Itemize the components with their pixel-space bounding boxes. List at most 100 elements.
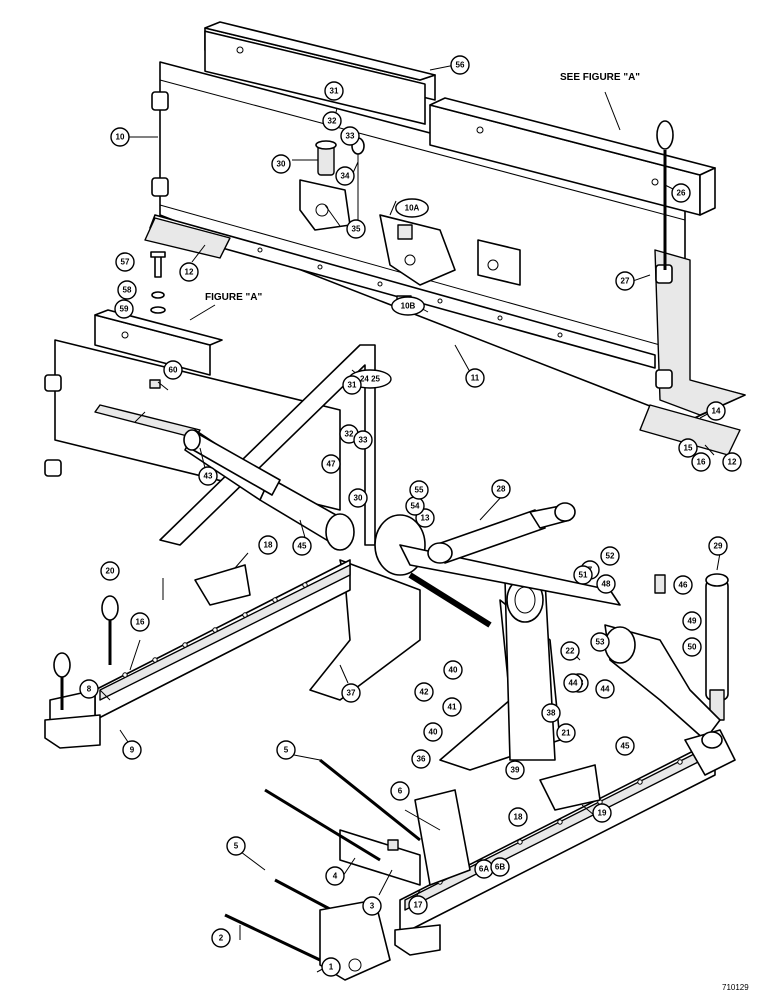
callout-44: 44 (563, 673, 583, 693)
callout-33: 33 (340, 126, 360, 146)
hydraulic-cylinder-28 (427, 502, 576, 564)
svg-text:56: 56 (456, 61, 465, 70)
callout-10a: 10A (395, 198, 429, 218)
svg-text:46: 46 (679, 581, 688, 590)
svg-text:10: 10 (116, 133, 125, 142)
callout-41: 41 (442, 697, 462, 717)
callout-26: 26 (671, 183, 691, 203)
svg-text:14: 14 (712, 407, 721, 416)
svg-text:30: 30 (354, 494, 363, 503)
svg-text:48: 48 (602, 580, 611, 589)
callout-2: 2 (211, 928, 231, 948)
callout-50: 50 (682, 637, 702, 657)
callout-27: 27 (615, 271, 635, 291)
callout-15: 15 (678, 438, 698, 458)
callout-1: 1 (321, 957, 341, 977)
svg-text:32: 32 (328, 117, 337, 126)
svg-text:47: 47 (327, 460, 336, 469)
svg-text:52: 52 (606, 552, 615, 561)
callout-19: 19 (592, 803, 612, 823)
callout-29: 29 (708, 536, 728, 556)
svg-text:6A: 6A (479, 865, 489, 874)
callout-18: 18 (508, 807, 528, 827)
callout-48: 48 (596, 574, 616, 594)
svg-text:58: 58 (123, 286, 132, 295)
svg-text:45: 45 (621, 742, 630, 751)
callout-60: 60 (163, 360, 183, 380)
svg-text:8: 8 (87, 685, 92, 694)
figure-a-blade (44, 309, 341, 511)
callout-21: 21 (556, 723, 576, 743)
callout-3: 3 (362, 896, 382, 916)
callout-16: 16 (130, 612, 150, 632)
svg-text:31: 31 (330, 87, 339, 96)
text-annotations: SEE FIGURE "A" FIGURE "A" 710129 (189, 72, 749, 992)
see-figure-a-label: SEE FIGURE "A" (560, 72, 640, 83)
svg-text:6B: 6B (495, 863, 505, 872)
svg-text:13: 13 (421, 514, 430, 523)
callout-51: 51 (573, 565, 593, 585)
center-pivot-bracket (299, 137, 521, 309)
callout-9: 9 (122, 740, 142, 760)
svg-text:20: 20 (106, 567, 115, 576)
callout-58: 58 (117, 280, 137, 300)
svg-text:4: 4 (333, 872, 338, 881)
callout-22: 22 (560, 641, 580, 661)
callout-14: 14 (706, 401, 726, 421)
svg-text:43: 43 (204, 472, 213, 481)
callout-4: 4 (325, 866, 345, 886)
callout-34: 34 (335, 166, 355, 186)
callout-10b: 10B (391, 296, 425, 316)
callout-47: 47 (321, 454, 341, 474)
pivot-bracket-52 (604, 574, 721, 741)
svg-text:10B: 10B (401, 302, 416, 311)
drawing-number: 710129 (722, 983, 749, 992)
callout-39: 39 (505, 760, 525, 780)
callout-55: 55 (409, 480, 429, 500)
callout-16: 16 (691, 452, 711, 472)
svg-text:28: 28 (497, 485, 506, 494)
hydraulic-cylinder-42 (183, 429, 281, 496)
callout-6: 6 (390, 781, 410, 801)
callout-45: 45 (615, 736, 635, 756)
callout-49: 49 (682, 611, 702, 631)
svg-text:2: 2 (219, 934, 224, 943)
callout-12: 12 (722, 452, 742, 472)
callout-37: 37 (341, 683, 361, 703)
svg-text:1: 1 (329, 963, 334, 972)
svg-text:29: 29 (714, 542, 723, 551)
callout-57: 57 (115, 252, 135, 272)
callout-33: 33 (353, 430, 373, 450)
svg-text:18: 18 (514, 813, 523, 822)
blade-assembly (144, 61, 746, 456)
svg-text:40: 40 (449, 666, 458, 675)
svg-text:40: 40 (429, 728, 438, 737)
callout-59: 59 (114, 299, 134, 319)
svg-text:55: 55 (415, 486, 424, 495)
callout-17: 17 (408, 895, 428, 915)
lift-rod (656, 120, 674, 270)
callout-18: 18 (258, 535, 278, 555)
svg-text:10A: 10A (405, 204, 420, 213)
svg-text:42: 42 (420, 688, 429, 697)
svg-text:15: 15 (684, 444, 693, 453)
svg-text:27: 27 (621, 277, 630, 286)
spill-guards (204, 21, 716, 216)
callout-31: 31 (324, 81, 344, 101)
svg-text:60: 60 (169, 366, 178, 375)
callout-5: 5 (226, 836, 246, 856)
svg-text:53: 53 (596, 638, 605, 647)
figure-a-label: FIGURE "A" (205, 292, 263, 303)
callout-54: 54 (405, 496, 425, 516)
callout-group: 12345566A6B7891010A10B111212131415161617… (79, 55, 742, 977)
svg-text:3: 3 (370, 902, 375, 911)
callout-28: 28 (491, 479, 511, 499)
svg-text:59: 59 (120, 305, 129, 314)
callout-40: 40 (423, 722, 443, 742)
callout-5: 5 (276, 740, 296, 760)
svg-text:57: 57 (121, 258, 130, 267)
callout-45: 45 (292, 536, 312, 556)
left-frame-rail (44, 559, 351, 749)
callout-43: 43 (198, 466, 218, 486)
